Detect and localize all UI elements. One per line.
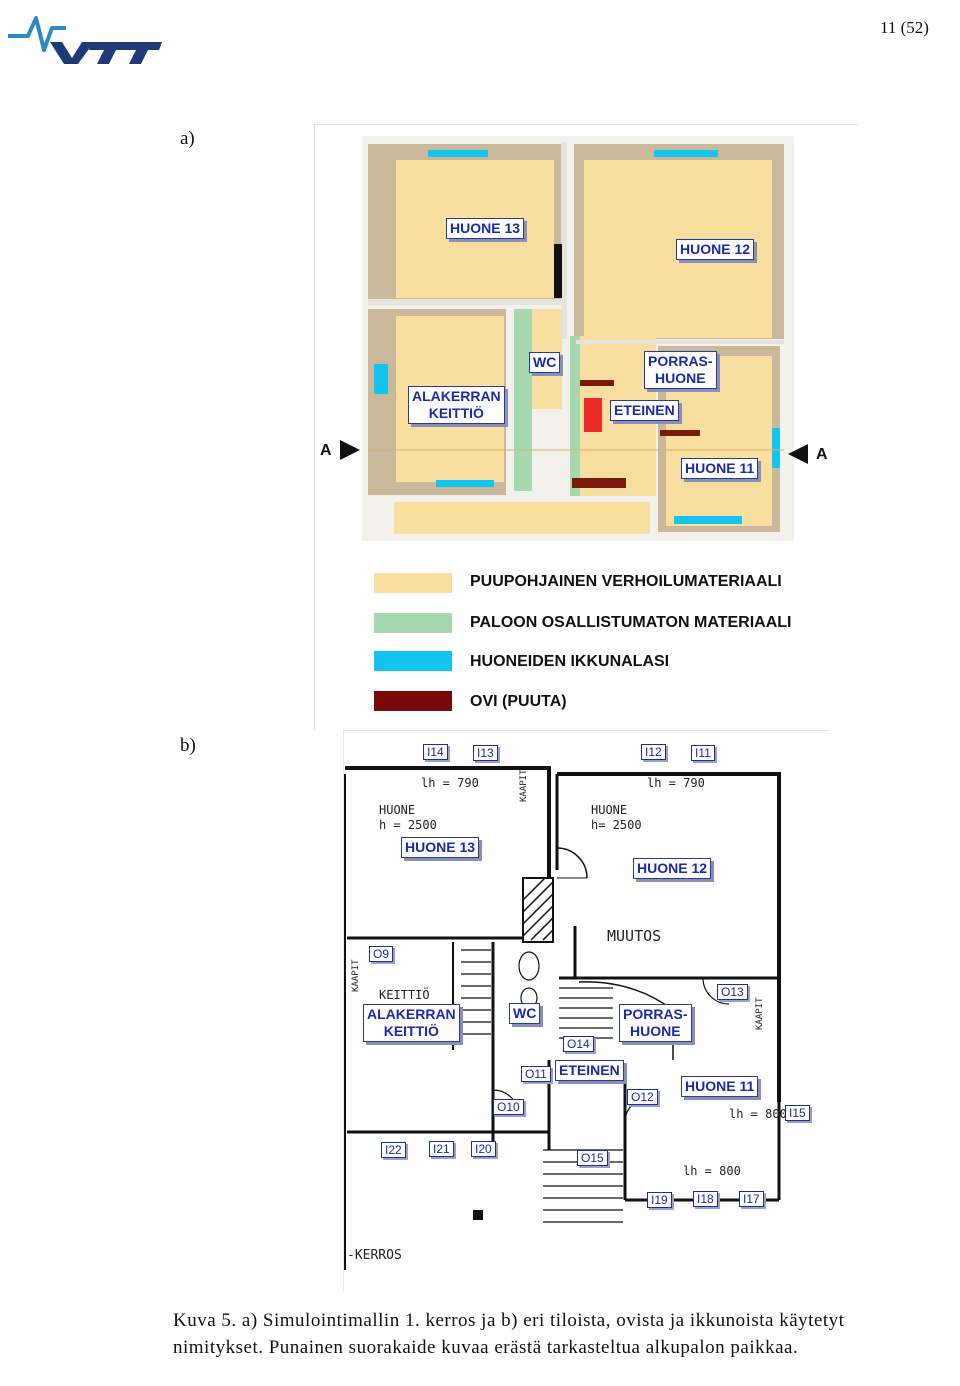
room-label-porrashuone: PORRAS- HUONE	[644, 351, 717, 389]
note-h2500-right: h= 2500	[591, 818, 642, 832]
note-keittio: KEITTIÖ	[379, 988, 430, 1002]
plan-label-alakerran-line1: ALAKERRAN	[367, 1006, 456, 1022]
note-lh800-bottom: lh = 800	[683, 1164, 741, 1178]
plan-label-alakerran-keittio: ALAKERRAN KEITTIÖ	[363, 1004, 460, 1042]
plan-label-huone-11: HUONE 11	[681, 1076, 759, 1097]
vtt-logo	[6, 6, 164, 64]
window-tag-i17: I17	[739, 1191, 764, 1207]
floor-plan-3d-render	[313, 123, 858, 730]
plan-label-wc: WC	[509, 1003, 541, 1024]
window-tag-i20: I20	[471, 1141, 496, 1157]
simulation-model-figure: A A HUONE 13 HUONE 12 WC PORRAS- HUONE A…	[313, 123, 858, 730]
room-label-huone-12: HUONE 12	[676, 239, 755, 260]
panel-b-label: b)	[180, 735, 196, 756]
room-label-porrashuone-line2: HUONE	[655, 370, 706, 386]
floor-plan-drawing: I14 I13 I12 I11 O9 O13 O14 O11 O10 O12 I…	[342, 729, 829, 1292]
note-h2500-left: h = 2500	[379, 818, 437, 832]
plan-label-huone-13: HUONE 13	[401, 837, 480, 858]
window-tag-i21: I21	[429, 1141, 454, 1157]
window-tag-i19: I19	[647, 1192, 672, 1208]
note-muutos: MUUTOS	[607, 927, 662, 945]
legend-swatch-window-glass	[374, 651, 452, 671]
legend-swatch-door	[374, 691, 452, 711]
note-kaapit-top: KAAPIT	[519, 769, 529, 802]
panel-a-label: a)	[180, 128, 195, 149]
room-label-wc: WC	[529, 352, 561, 373]
room-label-alakerran-keittio: ALAKERRAN KEITTIÖ	[408, 386, 505, 424]
room-label-eteinen: ETEINEN	[610, 400, 679, 421]
legend-label-noncombustible: PALOON OSALLISTUMATON MATERIAALI	[470, 614, 792, 631]
legend-swatch-wood	[374, 573, 452, 593]
note-lh790-left: lh = 790	[421, 776, 479, 790]
window-tag-i13: I13	[473, 745, 498, 761]
section-marker-left: A	[320, 442, 332, 459]
note-huone-left: HUONE	[379, 803, 416, 817]
window-tag-i22: I22	[381, 1142, 406, 1158]
door-tag-o11: O11	[521, 1066, 551, 1082]
window-tag-i18: I18	[693, 1191, 718, 1207]
door-tag-o13: O13	[717, 984, 748, 1000]
note-huone-right: HUONE	[591, 803, 628, 817]
plan-label-alakerran-line2: KEITTIÖ	[383, 1023, 439, 1039]
page-number: 11 (52)	[880, 18, 929, 37]
door-tag-o14: O14	[563, 1036, 594, 1052]
window-tag-i14: I14	[423, 744, 448, 760]
note-lh790-right: lh = 790	[647, 776, 705, 790]
plan-label-porrashuone-line1: PORRAS-	[623, 1006, 688, 1022]
legend-label-window-glass: HUONEIDEN IKKUNALASI	[470, 653, 670, 670]
figure-caption: Kuva 5. a) Simulointimallin 1. kerros ja…	[173, 1310, 845, 1358]
plan-label-huone-12: HUONE 12	[633, 858, 712, 879]
window-tag-i12: I12	[641, 744, 666, 760]
legend-swatch-noncombustible	[374, 613, 452, 633]
note-lh800-right: lh = 800	[729, 1107, 787, 1121]
room-label-alakerran-line2: KEITTIÖ	[428, 405, 484, 421]
section-marker-right: A	[816, 446, 828, 463]
plan-label-porrashuone-line2: HUONE	[630, 1023, 681, 1039]
room-label-alakerran-line1: ALAKERRAN	[412, 388, 501, 404]
door-tag-o9: O9	[369, 946, 394, 962]
room-label-huone-13: HUONE 13	[446, 218, 525, 239]
window-tag-i11: I11	[691, 745, 715, 761]
note-kaapit-left: KAAPIT	[351, 959, 361, 992]
room-label-porrashuone-line1: PORRAS-	[648, 353, 713, 369]
legend-label-door: OVI (PUUTA)	[470, 693, 567, 710]
room-label-huone-11: HUONE 11	[681, 458, 759, 479]
legend-label-wood: PUUPOHJAINEN VERHOILUMATERIAALI	[470, 573, 782, 590]
note-kaapit-right: KAAPIT	[755, 997, 765, 1030]
door-tag-o12: O12	[627, 1089, 658, 1105]
note-kerros: -KERROS	[347, 1248, 402, 1263]
plan-label-porrashuone: PORRAS- HUONE	[619, 1004, 692, 1042]
window-tag-i15: I15	[785, 1105, 810, 1121]
door-tag-o15: O15	[577, 1150, 608, 1166]
plan-label-eteinen: ETEINEN	[555, 1060, 624, 1081]
door-tag-o10: O10	[493, 1099, 524, 1115]
